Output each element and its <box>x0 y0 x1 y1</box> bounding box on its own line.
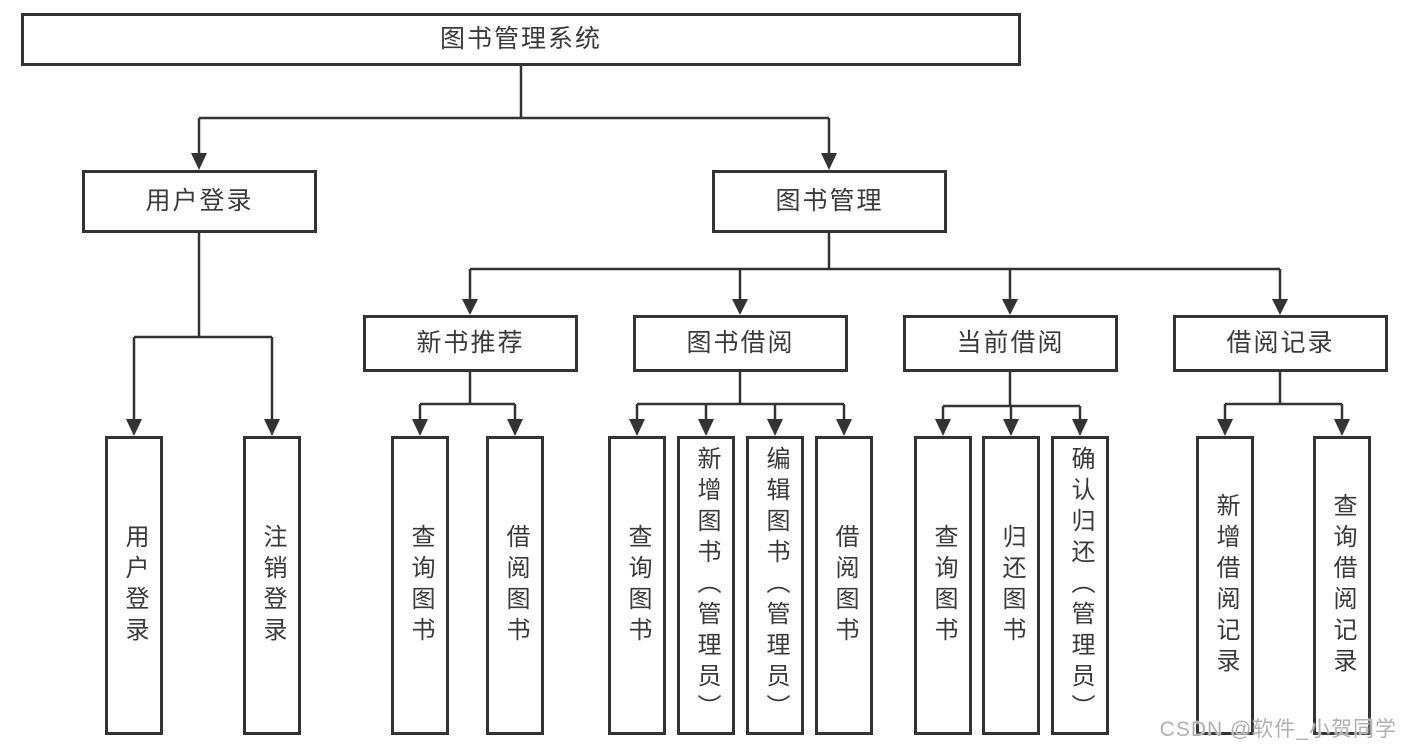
arrowhead-icon <box>1002 299 1018 315</box>
leaf-query-books-current: 查询图书 <box>914 436 972 735</box>
csdn-watermark: CSDN @软件_小贺同学 <box>1159 718 1397 741</box>
leaf-add-borrow-record-label: 新增借阅记录 <box>1212 492 1239 679</box>
arrowhead-icon <box>1217 419 1233 436</box>
leaf-borrow-books-label: 借阅图书 <box>831 523 858 648</box>
arrowhead-icon <box>935 419 951 436</box>
leaf-logout-label: 注销登录 <box>259 523 286 648</box>
arrowhead-icon <box>629 419 645 436</box>
leaf-query-books-recommend: 查询图书 <box>391 436 449 735</box>
node-current-borrowing-label: 当前借阅 <box>956 329 1065 357</box>
arrowhead-icon <box>732 299 748 315</box>
arrowhead-icon <box>836 419 852 436</box>
arrowhead-icon <box>1003 419 1019 436</box>
arrowhead-icon <box>191 153 207 170</box>
node-current-borrowing: 当前借阅 <box>903 315 1118 372</box>
leaf-add-books-admin-label: 新增图书（管理员） <box>693 446 720 725</box>
leaf-return-books: 归还图书 <box>982 436 1040 735</box>
arrowhead-icon <box>462 299 478 315</box>
arrowhead-icon <box>126 419 142 436</box>
leaf-query-books-current-label: 查询图书 <box>930 523 957 648</box>
leaf-query-books-borrow-label: 查询图书 <box>624 523 651 648</box>
node-new-book-recommend: 新书推荐 <box>363 315 578 372</box>
node-book-management-label: 图书管理 <box>775 187 884 215</box>
arrowhead-icon <box>507 419 523 436</box>
arrowhead-icon <box>1334 419 1350 436</box>
node-book-management: 图书管理 <box>712 170 947 233</box>
leaf-return-books-label: 归还图书 <box>998 523 1025 648</box>
leaf-logout: 注销登录 <box>243 436 301 735</box>
node-borrowing-records-label: 借阅记录 <box>1226 329 1335 357</box>
leaf-user-login: 用户登录 <box>105 436 163 735</box>
arrowhead-icon <box>1272 299 1288 315</box>
node-book-borrowing: 图书借阅 <box>633 315 848 372</box>
node-new-book-recommend-label: 新书推荐 <box>416 329 525 357</box>
node-borrowing-records: 借阅记录 <box>1173 315 1388 372</box>
node-user-login-label: 用户登录 <box>145 187 254 215</box>
leaf-borrow-books: 借阅图书 <box>815 436 873 735</box>
arrowhead-icon <box>412 419 428 436</box>
arrowhead-icon <box>264 419 280 436</box>
node-root-label: 图书管理系统 <box>439 25 602 53</box>
leaf-borrow-books-recommend: 借阅图书 <box>486 436 544 735</box>
arrowhead-icon <box>821 153 837 170</box>
leaf-user-login-label: 用户登录 <box>121 523 148 648</box>
node-user-login: 用户登录 <box>82 170 317 233</box>
leaf-edit-books-admin: 编辑图书（管理员） <box>746 436 804 735</box>
leaf-confirm-return-admin: 确认归还（管理员） <box>1051 436 1109 735</box>
leaf-edit-books-admin-label: 编辑图书（管理员） <box>762 446 789 725</box>
leaf-confirm-return-admin-label: 确认归还（管理员） <box>1067 446 1094 725</box>
leaf-add-books-admin: 新增图书（管理员） <box>677 436 735 735</box>
leaf-borrow-books-recommend-label: 借阅图书 <box>502 523 529 648</box>
arrowhead-icon <box>1072 419 1088 436</box>
leaf-query-borrow-record: 查询借阅记录 <box>1313 436 1371 735</box>
connector-paths <box>132 66 1344 420</box>
arrowhead-icon <box>698 419 714 436</box>
arrowheads <box>126 153 1350 436</box>
leaf-query-books-borrow: 查询图书 <box>608 436 666 735</box>
node-root: 图书管理系统 <box>21 13 1021 66</box>
arrowhead-icon <box>767 419 783 436</box>
leaf-query-books-recommend-label: 查询图书 <box>407 523 434 648</box>
leaf-add-borrow-record: 新增借阅记录 <box>1196 436 1254 735</box>
node-book-borrowing-label: 图书借阅 <box>686 329 795 357</box>
leaf-query-borrow-record-label: 查询借阅记录 <box>1329 492 1356 679</box>
